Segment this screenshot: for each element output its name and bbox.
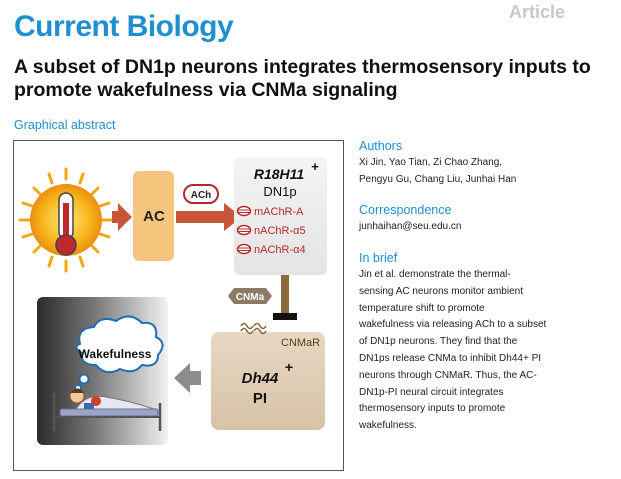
- graphical-abstract-figure: AC ACh R18H11 + DN1p mAChR-A nAChR-α5: [18, 157, 327, 445]
- in-brief-section: In brief Jin et al. demonstrate the ther…: [359, 251, 611, 435]
- authors-heading: Authors: [359, 139, 403, 153]
- arrow-pi-to-wake: [174, 363, 201, 393]
- correspondence-heading: Correspondence: [359, 203, 452, 217]
- receptor-label: nAChR-α4: [254, 244, 306, 256]
- arrow-ac-to-dn1p: [176, 203, 242, 231]
- ac-neuron-box: [133, 171, 174, 261]
- pi-gene-label: Dh44: [242, 370, 279, 387]
- in-brief-line: DN1ps release CNMa to inhibit Dh44+ PI: [359, 352, 542, 364]
- in-brief-line: neurons through CNMaR. Thus, the AC-: [359, 369, 537, 381]
- receptor-label: mAChR-A: [254, 206, 304, 218]
- cnma-badge: CNMa: [228, 288, 272, 304]
- receptor-icon: [236, 224, 252, 236]
- graphical-abstract-heading: Graphical abstract: [14, 118, 116, 132]
- cnmar-receptor-icon: [240, 322, 267, 335]
- pi-label: PI: [253, 390, 267, 407]
- in-brief-line: Jin et al. demonstrate the thermal-: [359, 269, 511, 280]
- arrow-sun-to-ac: [112, 203, 132, 231]
- graphical-abstract: AC ACh R18H11 + DN1p mAChR-A nAChR-α5: [13, 140, 344, 471]
- correspondence-section: Correspondence junhaihan@seu.edu.cn: [359, 203, 611, 236]
- in-brief-line: wakefulness via releasing ACh to a subse…: [359, 319, 547, 331]
- receptor-list: mAChR-A nAChR-α5 nAChR-α4: [236, 205, 306, 256]
- inhibition-stem: [281, 275, 289, 313]
- svg-text:CNMa: CNMa: [236, 292, 265, 303]
- in-brief-line: thermosensory inputs to promote: [359, 403, 506, 415]
- dn1p-neuron-box: [234, 157, 327, 275]
- authors-section: Authors Xi Jin, Yao Tian, Zi Chao Zhang,…: [359, 139, 611, 189]
- in-brief-text: Jin et al. demonstrate the thermal- sens…: [359, 267, 611, 435]
- article-title: A subset of DN1p neurons integrates ther…: [14, 56, 591, 101]
- authors-line: Pengyu Gu, Chang Liu, Junhai Han: [359, 173, 517, 185]
- receptor-icon: [236, 205, 252, 217]
- in-brief-line: DN1p-PI neural circuit integrates: [359, 386, 504, 398]
- receptor-icon: [236, 243, 252, 255]
- inhibition-bar: [273, 313, 297, 320]
- authors-line: Xi Jin, Yao Tian, Zi Chao Zhang,: [359, 157, 503, 168]
- cnmar-label: CNMaR: [281, 337, 320, 349]
- dn1p-gene-sup: +: [311, 159, 319, 174]
- in-brief-line: temperature shift to promote: [359, 302, 485, 314]
- pi-gene-sup: +: [285, 359, 293, 375]
- ach-badge: ACh: [183, 184, 219, 204]
- in-brief-line: of DN1p neurons. They find that the: [359, 336, 518, 348]
- in-brief-line: sensing AC neurons monitor ambient: [359, 285, 523, 297]
- svg-text:ACh: ACh: [191, 190, 212, 201]
- pi-neuron-box: [211, 332, 325, 430]
- article-type-label: Article: [509, 2, 566, 22]
- journal-name: Current Biology: [14, 10, 234, 43]
- dn1p-label: DN1p: [263, 184, 296, 199]
- person-in-bed-icon: [52, 388, 162, 431]
- in-brief-heading: In brief: [359, 251, 398, 265]
- sun-thermometer-icon: [18, 167, 114, 273]
- receptor-label: nAChR-α5: [254, 225, 306, 237]
- dn1p-gene-label: R18H11: [254, 166, 305, 182]
- wakefulness-label: Wakefulness: [79, 347, 152, 361]
- ac-label: AC: [143, 208, 165, 225]
- correspondence-email-link[interactable]: junhaihan@seu.edu.cn: [359, 221, 462, 232]
- in-brief-line: wakefulness.: [359, 420, 417, 432]
